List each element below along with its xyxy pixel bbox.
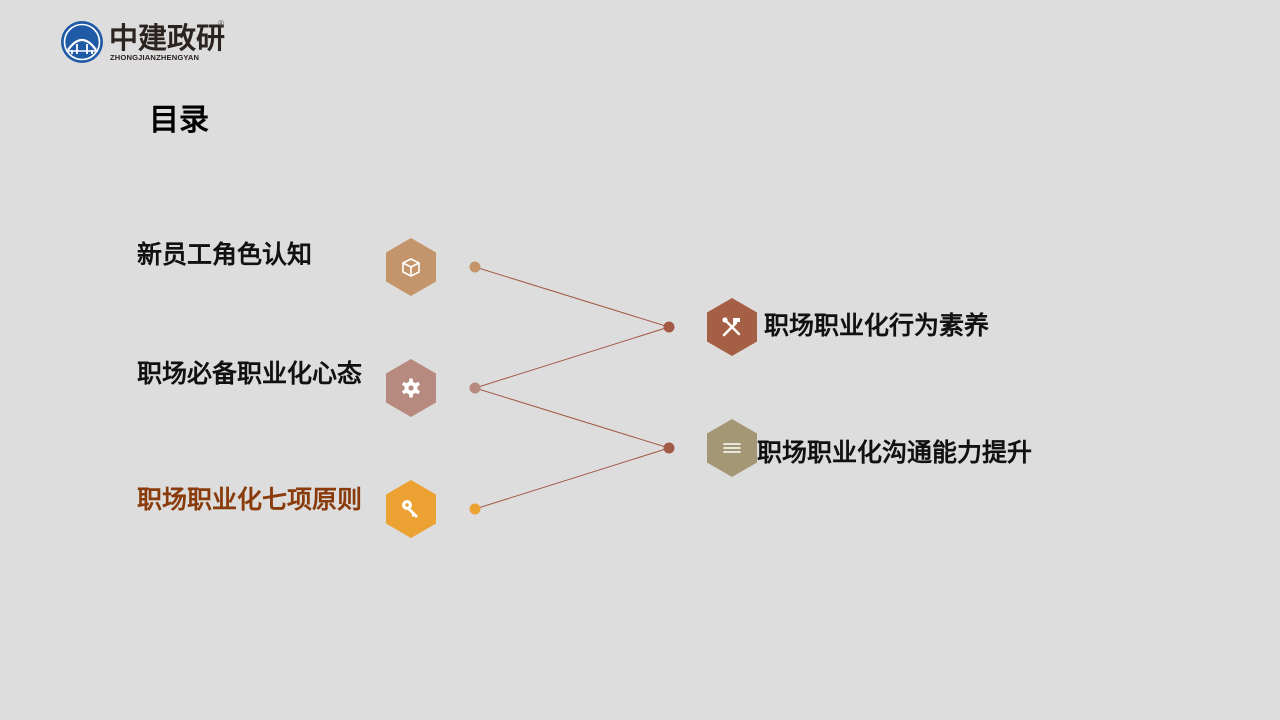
page-title: 目录 — [149, 103, 209, 138]
toc-item-4-label[interactable]: 职场职业化行为素养 — [764, 311, 990, 340]
connector-dot — [663, 321, 675, 333]
connector-line — [474, 387, 670, 449]
toc-item-2-label[interactable]: 职场必备职业化心态 — [137, 359, 363, 388]
box-icon — [402, 258, 420, 277]
connector-dot — [663, 442, 675, 454]
connector-line — [474, 447, 670, 510]
toc-item-2-hex[interactable] — [386, 359, 436, 417]
toc-item-4-hex[interactable] — [707, 298, 757, 356]
layers-icon — [723, 443, 741, 453]
toc-item-5-label[interactable]: 职场职业化沟通能力提升 — [757, 438, 1033, 467]
connector-dot — [469, 382, 481, 394]
toc-item-3-label[interactable]: 职场职业化七项原则 — [137, 485, 363, 514]
connector-dot — [469, 261, 481, 273]
toc-item-5-hex[interactable] — [707, 419, 757, 477]
toc-item-1-hex[interactable] — [386, 238, 436, 296]
logo-name: 中建政研 — [109, 21, 226, 55]
company-logo: 中建政研 ZHONGJIANZHENGYAN ® — [60, 19, 230, 65]
logo-emblem-icon — [61, 21, 103, 63]
connector-line — [474, 326, 670, 389]
registered-mark: ® — [217, 19, 225, 28]
logo-pinyin: ZHONGJIANZHENGYAN — [110, 53, 200, 62]
toc-item-1-label[interactable]: 新员工角色认知 — [137, 240, 313, 269]
toc-item-3-hex[interactable] — [386, 480, 436, 538]
tools-icon — [722, 317, 741, 337]
key-icon — [402, 500, 418, 518]
connector-line — [474, 266, 670, 328]
gear-icon — [402, 378, 420, 398]
connector-dot — [469, 503, 481, 515]
